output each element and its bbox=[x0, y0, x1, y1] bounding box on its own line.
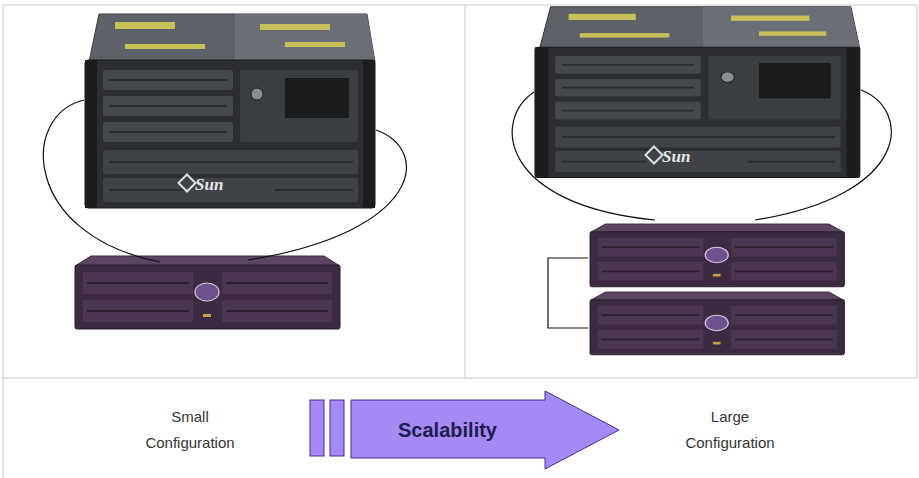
storage-array bbox=[590, 224, 844, 287]
label-text: Sun bbox=[662, 143, 722, 172]
cable bbox=[512, 90, 891, 328]
label-text: Small Configuration bbox=[130, 404, 250, 455]
panel-frame bbox=[3, 5, 917, 478]
label-text: Large Configuration bbox=[670, 404, 790, 455]
configuration-label: Small Configuration bbox=[130, 404, 250, 455]
arrow-tail-bar bbox=[330, 400, 344, 456]
scalability-arrow: Scalability bbox=[350, 390, 620, 470]
cable bbox=[43, 100, 406, 262]
logo-mark bbox=[646, 147, 663, 164]
arrow-outline bbox=[351, 391, 619, 469]
server-illustration bbox=[85, 14, 375, 208]
brand-logo: Sun bbox=[662, 143, 722, 172]
arrow-tail-bar bbox=[310, 400, 324, 456]
storage-array bbox=[590, 292, 844, 355]
label-text: Sun bbox=[195, 171, 255, 200]
arrow-label: Scalability bbox=[398, 419, 497, 442]
storage-array bbox=[75, 256, 340, 329]
logo-mark bbox=[179, 175, 196, 192]
server-illustration bbox=[535, 7, 860, 178]
brand-logo: Sun bbox=[195, 171, 255, 200]
configuration-label: Large Configuration bbox=[670, 404, 790, 455]
